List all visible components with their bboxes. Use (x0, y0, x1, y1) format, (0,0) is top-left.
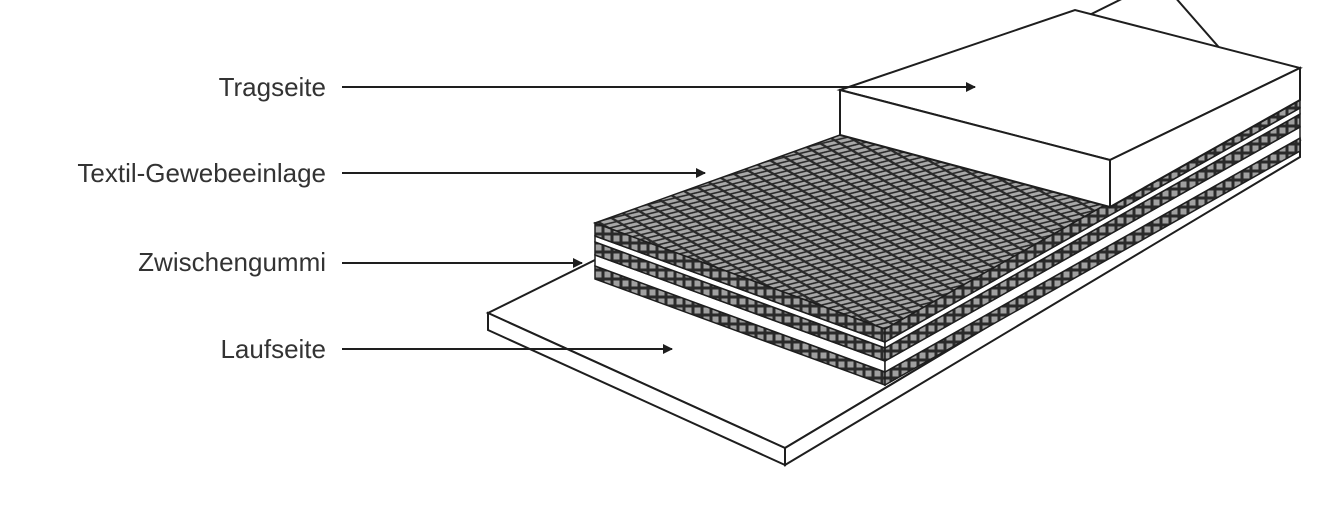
callout-laufseite: Laufseite (220, 334, 673, 364)
callout-zwischengummi: Zwischengummi (138, 247, 583, 277)
label-tragseite: Tragseite (219, 72, 326, 102)
label-zwischengummi: Zwischengummi (138, 247, 326, 277)
label-laufseite: Laufseite (220, 334, 326, 364)
callout-textil-gewebeeinlage: Textil-Gewebeeinlage (77, 158, 706, 188)
label-textil-gewebeeinlage: Textil-Gewebeeinlage (77, 158, 326, 188)
callout-tragseite: Tragseite (219, 72, 976, 102)
top-cover-layer (836, 8, 1303, 209)
